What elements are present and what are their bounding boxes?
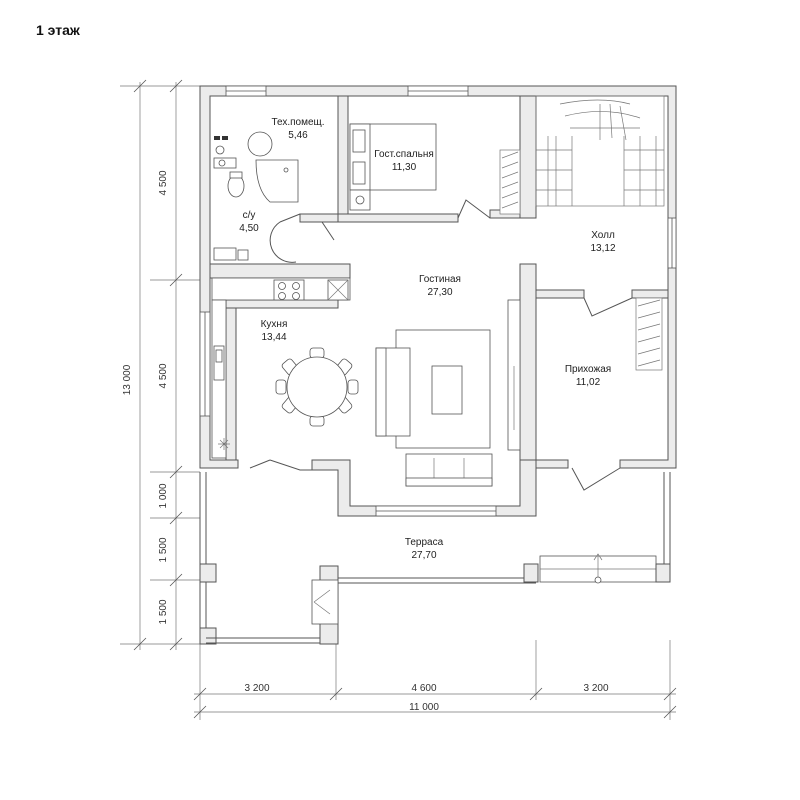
dim-left-upper: 4 500 [158,170,169,195]
bedroom-furniture [349,123,437,211]
dim-bottom-center: 4 600 [411,683,436,694]
room-name-terrace: Терраса [405,537,444,548]
staircase [535,95,665,207]
room-name-tech: Тех.помещ. [271,117,324,128]
dim-bottom-left: 3 200 [244,683,269,694]
room-area-terrace: 27,70 [411,550,436,561]
interior-walls [209,95,669,461]
kitchen-fixtures [211,277,351,459]
dining-table [275,347,359,427]
dim-left-total: 13 000 [122,364,133,395]
dim-left-1500b: 1 500 [158,599,169,624]
terrace-structure [199,472,671,645]
dim-left-middle: 4 500 [158,363,169,388]
room-name-bath: с/у [243,210,256,221]
room-name-entry: Прихожая [565,364,611,375]
room-name-hall: Холл [591,230,615,241]
room-area-kitchen: 13,44 [261,332,286,343]
wardrobes [499,149,663,371]
windows [199,85,677,517]
dim-left-1500a: 1 500 [158,537,169,562]
room-area-hall: 13,12 [590,243,615,254]
room-name-living: Гостиная [419,274,461,285]
floor-title: 1 этаж [36,22,80,38]
room-area-living: 27,30 [427,287,452,298]
room-name-bedroom: Гост.спальня [374,149,434,160]
bathroom-fixtures [213,131,299,261]
living-furniture [375,299,521,487]
exterior-walls [199,85,677,517]
dim-bottom-total: 11 000 [409,702,439,713]
dim-bottom-right: 3 200 [583,683,608,694]
room-area-entry: 11,02 [576,377,601,388]
dimension-lines [120,79,677,720]
doors [249,199,633,491]
room-area-bedroom: 11,30 [392,162,417,173]
room-labels: Тех.помещ. 5,46 Гост.спальня 11,30 Холл … [239,117,616,561]
room-area-tech: 5,46 [288,130,308,141]
room-area-bath: 4,50 [239,223,259,234]
room-name-kitchen: Кухня [261,319,288,330]
dim-left-1000: 1 000 [158,483,169,508]
